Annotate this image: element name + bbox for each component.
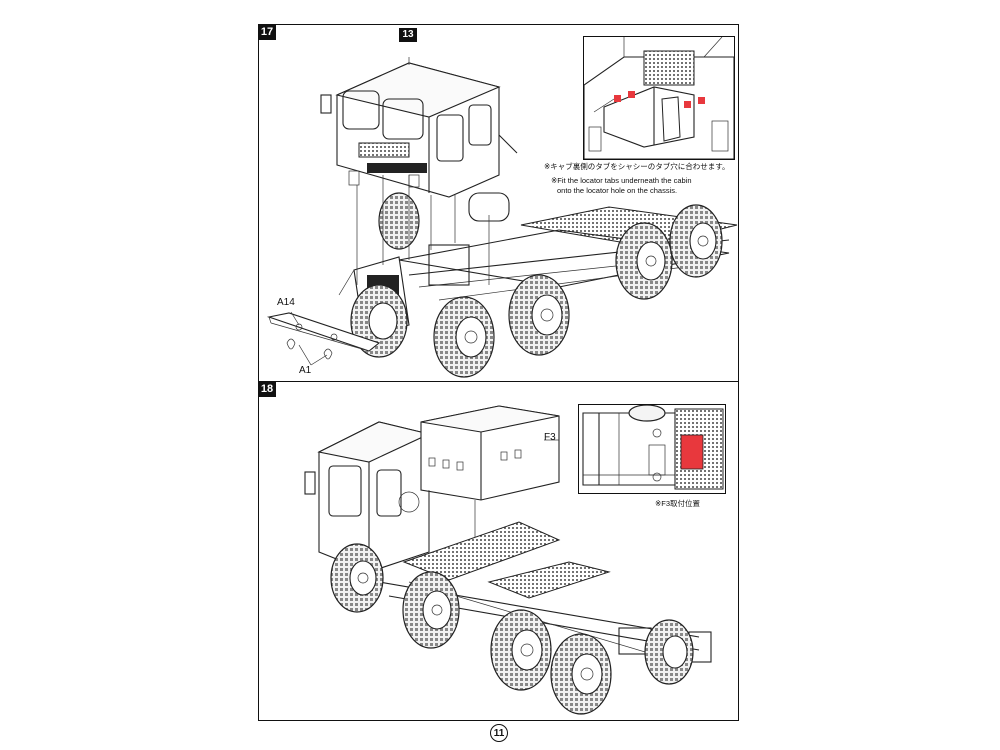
step-number-badge: 18: [258, 381, 276, 397]
wheels-drawing: [350, 192, 723, 378]
step-18-illustration: [304, 405, 712, 715]
step-17-illustration: [266, 57, 738, 378]
note-japanese: ※キャブ裏側のタブをシャシーのタブ穴に合わせます。: [544, 162, 730, 171]
note-english-line2: onto the locator hole on the chassis.: [557, 186, 678, 195]
part-13-badge: 13: [399, 28, 417, 42]
cab-drawing: [304, 421, 431, 573]
inset-illustration: [584, 37, 734, 159]
note-japanese: ※F3取付位置: [655, 499, 701, 508]
alignment-lines: [356, 57, 456, 285]
step-number-badge: 17: [258, 24, 276, 40]
f3-position-detail-inset: [578, 404, 726, 494]
step-18-panel: 18: [258, 381, 739, 721]
part-a1-label: A1: [299, 365, 312, 376]
note-english-line1: ※Fit the locator tabs underneath the cab…: [551, 176, 692, 185]
step-17-panel: 17: [258, 24, 739, 383]
bumper-drawing: [266, 311, 381, 366]
part-a14-label: A14: [277, 297, 295, 308]
inset-illustration: [582, 405, 724, 490]
cab-drawing: [320, 62, 518, 198]
locator-tab-detail-inset: [583, 36, 735, 160]
wheels-drawing: [330, 543, 694, 715]
part-f3-label: F3: [544, 432, 556, 443]
page-number: 11: [490, 724, 508, 742]
platform-grate-2: [487, 561, 611, 599]
box-f3-drawing: [420, 405, 560, 552]
